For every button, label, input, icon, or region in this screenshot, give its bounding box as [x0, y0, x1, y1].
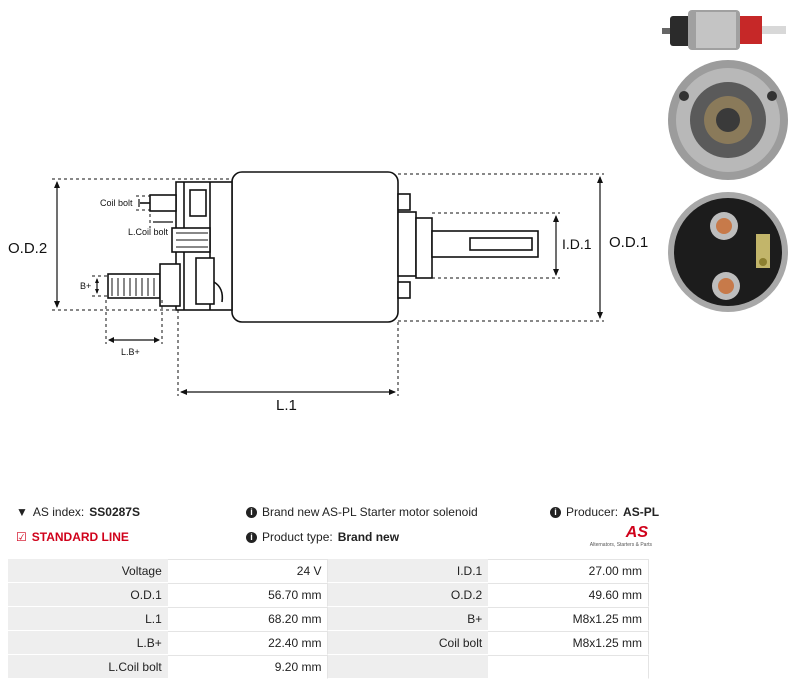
spec-value: 9.20 mm — [167, 655, 329, 679]
producer-value: AS-PL — [623, 505, 660, 519]
product-photo-side — [662, 10, 786, 50]
description-text: Brand new AS-PL Starter motor solenoid — [262, 505, 478, 519]
spec-label: L.Coil bolt — [8, 655, 168, 679]
spec-value: 22.40 mm — [167, 631, 329, 655]
l-coil-bolt-label: L.Coil bolt — [128, 227, 169, 237]
b-plus-label: B+ — [80, 281, 91, 291]
info-icon: i — [246, 531, 257, 543]
producer-label: Producer: — [566, 505, 619, 519]
spec-label: I.D.1 — [328, 559, 489, 583]
coil-bolt-label: Coil bolt — [100, 198, 133, 208]
spec-value — [488, 655, 649, 679]
id1-label: I.D.1 — [562, 236, 592, 252]
as-pl-logo: AS Alternators, Starters & Parts — [582, 524, 652, 554]
l-b-plus-label: L.B+ — [121, 347, 140, 357]
spec-value: 27.00 mm — [488, 559, 649, 583]
as-index: ▼ AS index: SS0287S — [16, 505, 140, 519]
info-icon: i — [246, 506, 257, 518]
producer: i Producer: AS-PL — [550, 505, 659, 519]
spec-value: M8x1.25 mm — [488, 607, 649, 631]
product-type: i Product type: Brand new — [246, 530, 399, 544]
spec-value: M8x1.25 mm — [488, 631, 649, 655]
product-line-value: STANDARD LINE — [31, 530, 129, 544]
description: i Brand new AS-PL Starter motor solenoid — [246, 505, 478, 519]
spec-value: 49.60 mm — [488, 583, 649, 607]
spec-label: L.B+ — [8, 631, 168, 655]
spec-label — [328, 655, 489, 679]
product-photo-terminals — [668, 192, 788, 312]
spec-label: O.D.2 — [328, 583, 489, 607]
product-photo-front — [668, 60, 788, 180]
l1-label: L.1 — [276, 397, 297, 414]
as-index-label: AS index: — [32, 505, 85, 519]
spec-label: L.1 — [8, 607, 168, 631]
spec-label: B+ — [328, 607, 489, 631]
logo-tagline: Alternators, Starters & Parts — [589, 542, 652, 548]
od2-label: O.D.2 — [8, 240, 47, 257]
product-type-label: Product type: — [262, 530, 333, 544]
od1-label: O.D.1 — [609, 234, 648, 251]
solenoid-technical-drawing: O.D.2 O.D.1 I.D.1 L.1 Coil bolt L.Coil b… — [8, 171, 648, 414]
spec-value: 24 V — [167, 559, 329, 583]
as-index-value: SS0287S — [89, 505, 140, 519]
tag-icon: ▼ — [16, 505, 28, 519]
product-type-value: Brand new — [337, 530, 400, 544]
spec-label: O.D.1 — [8, 583, 168, 607]
spec-label: Voltage — [8, 559, 168, 583]
spec-value: 56.70 mm — [167, 583, 329, 607]
logo-mark: AS — [625, 524, 648, 541]
info-icon: i — [550, 506, 561, 518]
check-square-icon: ☑ — [16, 530, 27, 544]
product-line: ☑ STANDARD LINE — [16, 530, 129, 544]
spec-value: 68.20 mm — [167, 607, 329, 631]
spec-label: Coil bolt — [328, 631, 489, 655]
